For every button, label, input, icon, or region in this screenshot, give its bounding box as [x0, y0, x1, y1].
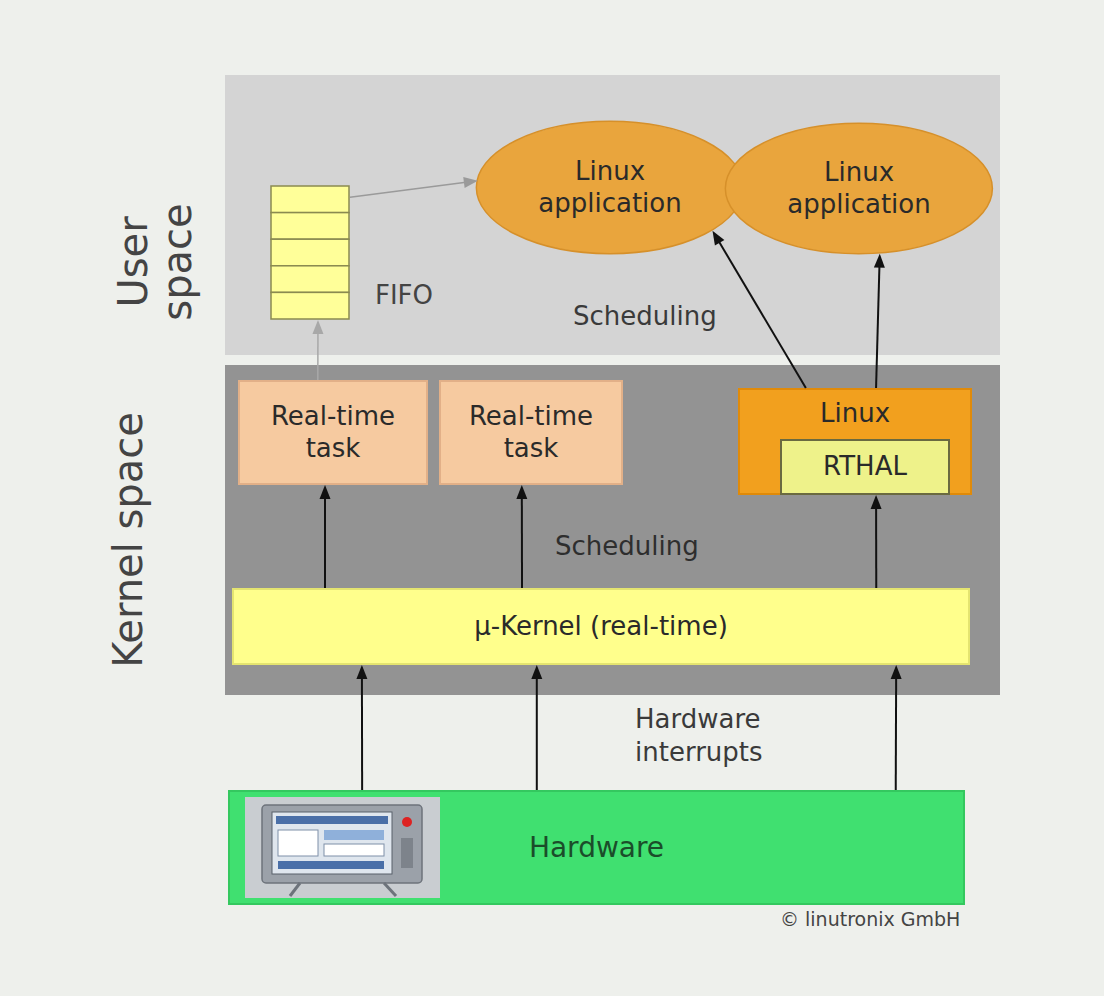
ellipse-shape — [476, 121, 743, 253]
interrupts-label: Hardware interrupts — [635, 703, 813, 768]
connector-line — [350, 182, 466, 197]
screen-window — [324, 844, 384, 856]
connector-line — [875, 507, 877, 588]
fifo-cell — [271, 186, 349, 213]
side-controls — [401, 838, 413, 868]
red-button — [402, 817, 412, 827]
connector-arrow — [531, 665, 542, 790]
region-heading: User space — [111, 187, 199, 337]
task-box: Real-time task — [439, 380, 623, 485]
connector-arrow — [320, 485, 331, 588]
screen-bar — [276, 816, 388, 824]
photo-ground — [245, 797, 440, 898]
screen-bar — [278, 861, 384, 869]
scheduling-label: Scheduling — [573, 300, 717, 333]
node-text: Hardware — [529, 831, 664, 865]
connector-arrow — [350, 177, 478, 197]
stand-leg — [384, 883, 396, 896]
arrow-head — [312, 320, 323, 334]
connector-arrow — [713, 231, 806, 388]
arrow-head — [874, 254, 885, 268]
fifo-cell — [271, 213, 349, 240]
connector-arrow — [891, 665, 902, 790]
node-text: RTHAL — [823, 451, 907, 482]
connector-line — [719, 241, 806, 388]
kernel-space-band: Kernel spaceReal-time taskReal-time task… — [225, 365, 1000, 695]
arrow-head — [516, 485, 527, 499]
arrow-head — [356, 665, 367, 679]
screen-window — [278, 830, 318, 856]
fifo-cell — [271, 239, 349, 266]
region-heading: Kernel space — [106, 412, 150, 668]
connector-line — [876, 266, 879, 388]
linux-kernel-box: LinuxRTHAL — [738, 388, 972, 495]
arrow-head — [531, 665, 542, 679]
node-text: Real-time task — [253, 401, 413, 463]
fifo-cell — [271, 266, 349, 293]
task-box: Real-time task — [238, 380, 428, 485]
arrow-head — [320, 485, 331, 499]
ellipse-shape — [725, 123, 992, 253]
connector-arrow — [312, 320, 323, 380]
fifo-queue: FIFO — [270, 185, 350, 320]
connector-arrow — [516, 485, 527, 588]
connector-arrow — [871, 495, 882, 588]
arrow-head — [891, 665, 902, 679]
fifo-label: FIFO — [375, 280, 433, 311]
connector-line — [324, 497, 326, 588]
panel-screen — [272, 812, 392, 874]
screen-window — [324, 830, 384, 840]
application-ellipse: Linux application — [475, 120, 745, 255]
fifo-cells — [270, 185, 350, 320]
application-ellipse: Linux application — [724, 122, 994, 255]
connector-line — [521, 497, 523, 588]
connector-arrow — [874, 254, 885, 388]
copyright-note: © linutronix GmbH — [780, 908, 960, 932]
arrow-head — [713, 231, 725, 246]
scheduling-label: Scheduling — [555, 530, 699, 563]
stand-leg — [290, 883, 300, 896]
connector-line — [536, 677, 538, 790]
connector-line — [895, 677, 897, 790]
arrow-head — [463, 177, 478, 188]
fifo-cell — [271, 292, 349, 319]
node-text: μ-Kernel (real-time) — [474, 611, 728, 642]
node-text: Linux application — [767, 157, 952, 219]
node-text: Linux — [820, 398, 890, 429]
connector-arrow — [356, 665, 367, 790]
microkernel-bar: μ-Kernel (real-time) — [232, 588, 970, 665]
node-text: Linux application — [518, 156, 703, 218]
rthal-box: RTHAL — [780, 439, 950, 495]
connector-line — [317, 332, 319, 380]
panel-body — [262, 805, 422, 883]
connector-line — [361, 677, 363, 790]
hardware-bar: Hardware — [228, 790, 965, 905]
arrow-head — [871, 495, 882, 509]
node-text: Real-time task — [451, 401, 611, 463]
